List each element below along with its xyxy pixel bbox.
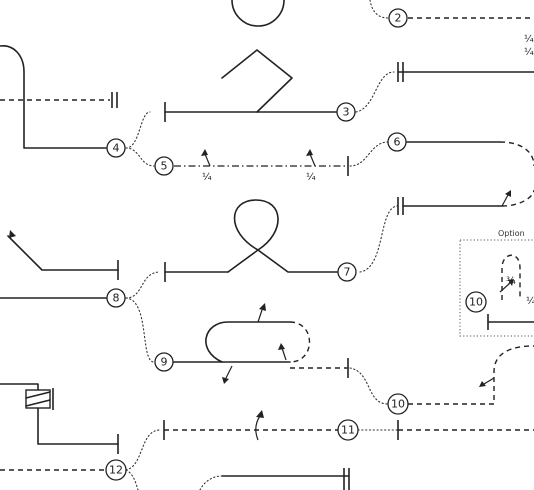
turnout-arrow-11 (255, 415, 261, 441)
fraction-option-right: ¼ (526, 295, 534, 307)
node-8: 8 (106, 288, 126, 308)
option-label: Option (498, 229, 525, 238)
oval-loop-9 (205, 321, 291, 363)
svg-text:2: 2 (395, 12, 402, 25)
buffer-stop-3-right (397, 62, 404, 82)
svg-text:11: 11 (341, 424, 355, 437)
node-10-option: 10 (465, 291, 487, 313)
bridge-cross (25, 391, 51, 407)
turnout-arrowhead-5b (306, 149, 313, 156)
connector-12 (125, 429, 161, 490)
buffer-stop-bottom (343, 468, 350, 490)
track-left-hook (0, 45, 107, 149)
turnout-arrowhead-left (9, 230, 16, 238)
svg-text:9: 9 (161, 356, 168, 369)
turnout-arrow-9b (281, 347, 287, 361)
track-bottom-left (0, 383, 119, 445)
fraction-row5-left: ¼ (202, 171, 212, 183)
svg-text:3: 3 (343, 106, 350, 119)
turnout-arrow-10 (483, 377, 495, 385)
turnout-arrowhead-10 (479, 381, 486, 387)
node-3: 3 (336, 102, 356, 122)
node-2: 2 (388, 8, 408, 28)
turnout-arrowhead-9c (222, 377, 229, 384)
option-turnout-arrowhead (508, 279, 514, 286)
svg-text:7: 7 (344, 266, 351, 279)
node-5: 5 (154, 156, 174, 176)
connector-2 (369, 0, 389, 19)
turnout-arrow-9a (257, 309, 263, 323)
turnout-arrowhead-5a (201, 149, 208, 156)
svg-text:6: 6 (394, 136, 401, 149)
dashed-track-10 (408, 345, 534, 405)
option-dashed-curve (501, 254, 521, 300)
diamond-crossover (221, 49, 293, 113)
fraction-top-right-b: ¼ (524, 46, 534, 58)
fraction-row5-right: ¼ (306, 171, 316, 183)
node-6: 6 (387, 132, 407, 152)
connector-bottom (199, 475, 223, 490)
svg-text:10: 10 (391, 398, 405, 411)
node-10: 10 (387, 393, 409, 415)
turnout-arrow-9c (225, 365, 233, 379)
connector-3 (355, 71, 395, 113)
turnout-arrow-5b (309, 153, 316, 167)
fraction-top-right-a: ¼ (524, 33, 534, 45)
svg-text:5: 5 (161, 160, 168, 173)
svg-text:4: 4 (113, 142, 120, 155)
connector-10 (349, 367, 389, 405)
turnout-arrowhead-9a (259, 303, 266, 311)
loop-circle-top (231, 0, 285, 27)
connector-4-5 (125, 111, 155, 167)
turnout-arrowhead-upper-right (505, 190, 511, 197)
svg-text:10: 10 (469, 296, 483, 309)
turnout-arrowhead-9b (278, 343, 285, 350)
svg-text:12: 12 (109, 464, 123, 477)
node-9: 9 (154, 352, 174, 372)
dashed-curve-6 (499, 141, 534, 167)
bridge-block (25, 389, 51, 409)
svg-text:8: 8 (113, 292, 120, 305)
node-7: 7 (337, 262, 357, 282)
node-12: 12 (105, 459, 127, 481)
buffer-stop-left (111, 92, 118, 108)
turnout-arrow-upper-right (501, 194, 509, 207)
connector-8 (125, 271, 161, 299)
connector-7-upper (359, 205, 399, 273)
track-left-diagonal (7, 235, 119, 271)
node-11: 11 (337, 419, 359, 441)
turnout-arrowhead-11 (256, 410, 264, 418)
connector-6 (349, 141, 389, 167)
oval-dashed-9 (289, 321, 311, 363)
turnout-arrow-5a (204, 153, 211, 167)
connector-8-9 (125, 297, 155, 363)
loop-crossover-7 (227, 199, 339, 273)
node-4: 4 (106, 138, 126, 158)
fraction-option-three-quarter: ¾ (506, 276, 516, 287)
option-turnout-arrow (499, 282, 511, 293)
